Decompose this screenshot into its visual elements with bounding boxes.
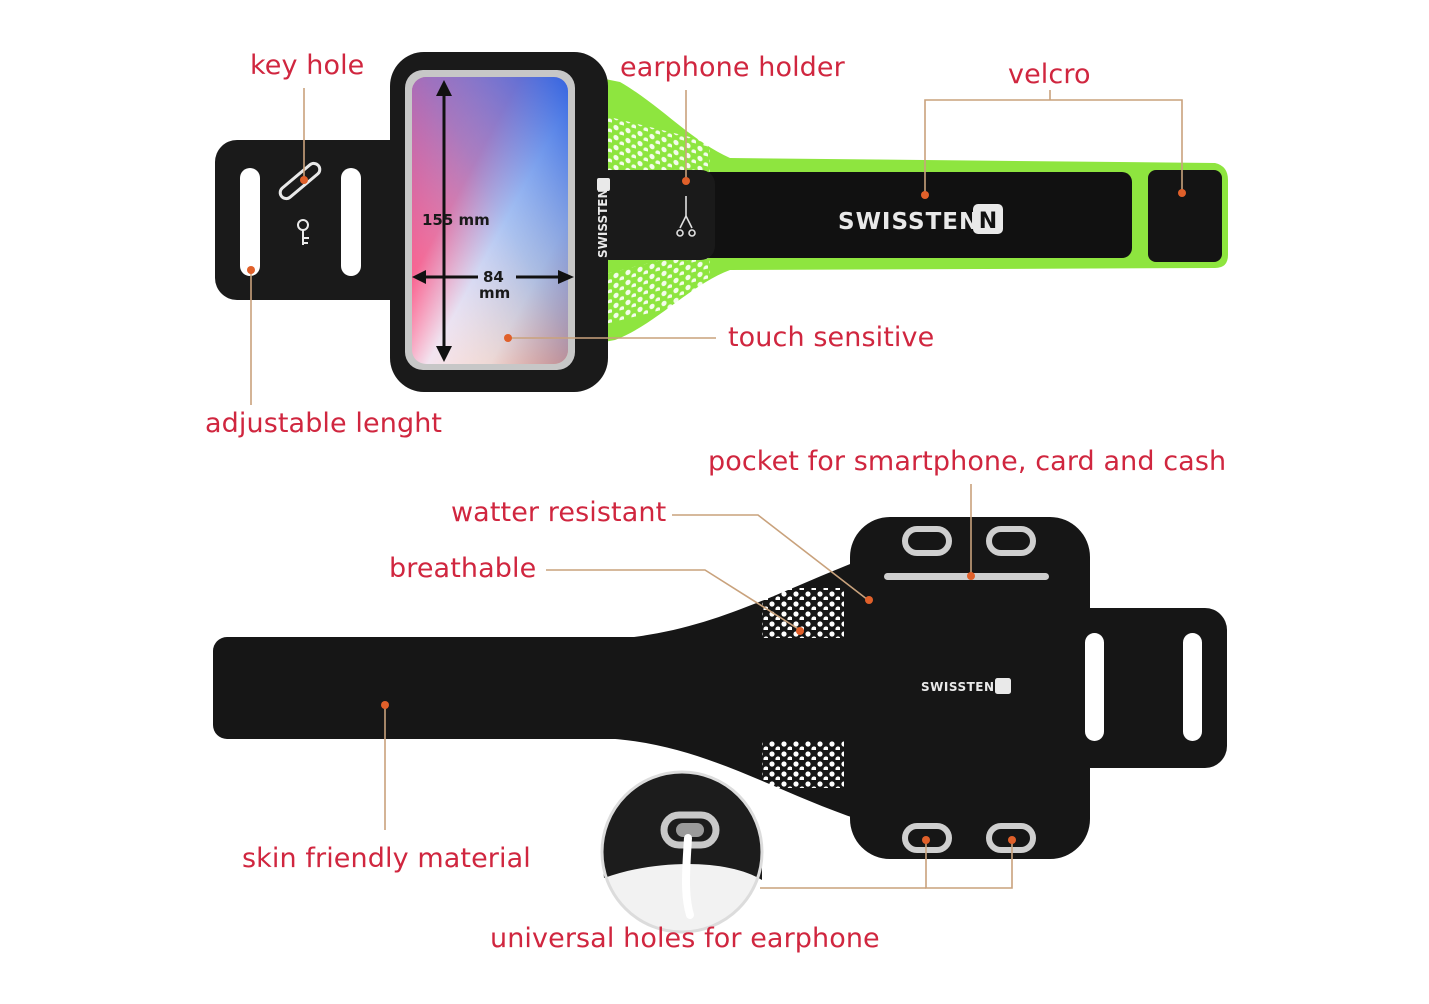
strap-slot-back-left [1085,633,1104,741]
leader-lines [250,88,1183,889]
velcro-patch [1148,170,1222,262]
label-velcro: velcro [1008,59,1091,90]
width-dimension-unit: mm [479,284,510,302]
screen-highlight [412,77,568,364]
strap-slot-back-right [1183,633,1202,741]
label-key-hole: key hole [250,50,365,81]
brand-back: SWISSTEN [921,680,995,694]
label-skin-friendly: skin friendly material [242,843,531,874]
width-dimension-value: 84 [483,268,504,286]
label-adjustable-length: adjustable lenght [205,408,443,439]
brand-logo-strap [973,204,1003,234]
pocket-opening [884,573,1049,580]
label-pocket: pocket for smartphone, card and cash [708,446,1227,477]
earphone-hole-bottom-left [902,823,952,853]
perforation-lower [600,247,710,326]
label-breathable: breathable [389,553,537,584]
brand-logo-letter: N [979,209,997,234]
earphone-hole-detail-inset [600,770,764,934]
earphone-icon [676,196,696,237]
brand-strap: SWISSTEN [838,209,979,235]
label-universal-holes: universal holes for earphone [490,923,880,954]
brand-logo-back [995,678,1011,694]
key-hole [278,161,322,201]
earphone-hole-top-left [902,526,952,556]
height-arrow [436,80,452,362]
armband-front: 155 mm 84 mm SWISSTEN SWISSTEN N [215,52,1228,392]
pocket-connector [595,170,715,260]
label-water-resistant: watter resistant [451,497,667,528]
earphone-hole-bottom-right [986,823,1036,853]
brand-logo-vertical [597,178,610,191]
ventilation-lower [762,740,844,788]
strap-slot-left [240,168,260,276]
width-arrow [412,270,574,284]
brand-vertical: SWISSTEN [596,188,610,258]
height-dimension: 155 mm [422,211,490,229]
strap-top [700,172,1132,258]
label-earphone-holder: earphone holder [620,52,845,83]
back-body [850,517,1090,859]
earphone-hole-top-right [986,526,1036,556]
strap-slot-right [341,168,361,276]
label-touch-sensitive: touch sensitive [728,322,935,353]
armband-back: SWISSTEN [213,517,1227,934]
left-tab [215,140,415,300]
key-icon [297,219,309,245]
leader-dots [247,176,1186,844]
